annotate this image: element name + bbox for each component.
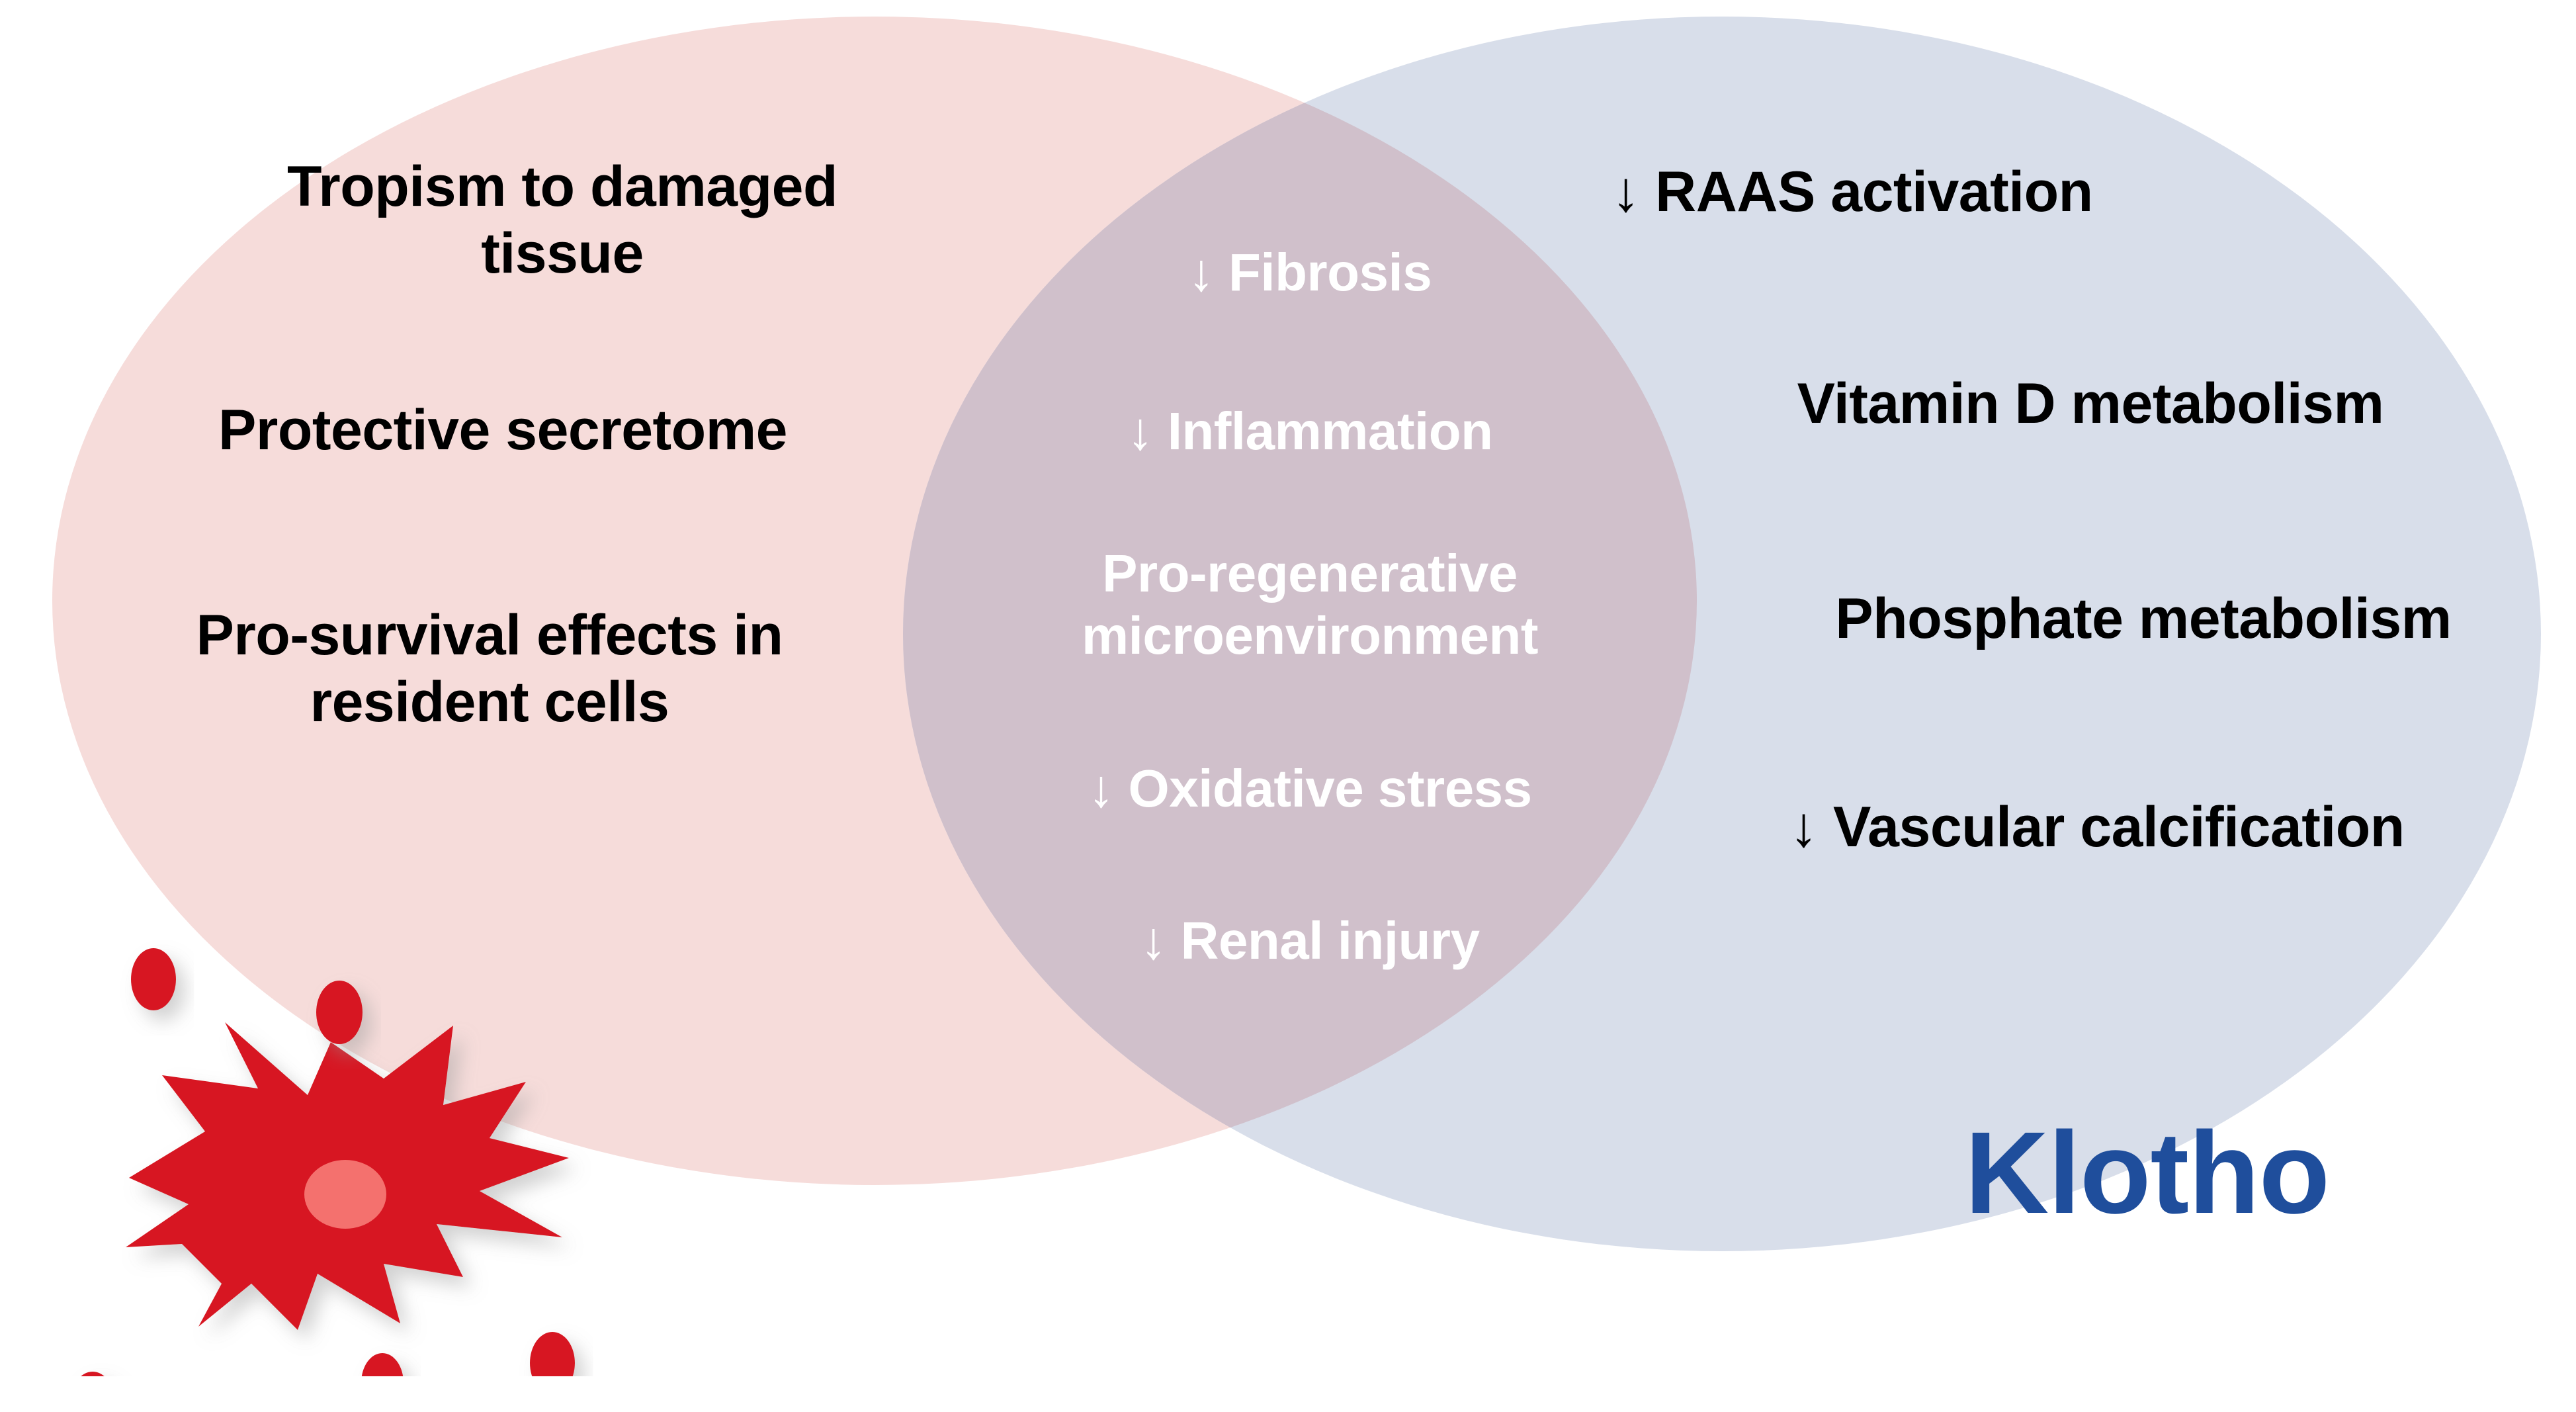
intersection-item-0: ↓ Fibrosis	[1187, 243, 1432, 302]
extracellular-vesicle-icon	[81, 1372, 105, 1376]
intersection-item-3: ↓ Oxidative stress	[1088, 759, 1532, 818]
intersection-item-2: Pro-regenerative microenvironment	[1082, 544, 1538, 666]
extracellular-vesicle-icon	[131, 948, 176, 1010]
intersection-item-1: ↓ Inflammation	[1127, 402, 1493, 461]
extracellular-vesicle-icon	[361, 1353, 404, 1376]
right-circle-item-3: ↓ Vascular calcification	[1789, 795, 2405, 859]
left-circle-item-0: Tropism to damaged tissue	[286, 155, 838, 286]
right-circle-item-2: Phosphate metabolism	[1835, 587, 2452, 650]
stem-cell-illustration	[81, 948, 575, 1376]
left-circle-item-2: Pro-survival effects in resident cells	[196, 603, 783, 734]
stem-cell-nucleus-icon	[304, 1160, 386, 1229]
extracellular-vesicle-icon	[530, 1332, 575, 1376]
extracellular-vesicle-group	[81, 948, 575, 1376]
right-circle-item-0: ↓ RAAS activation	[1611, 160, 2093, 224]
klotho-set-label: Klotho	[1965, 1108, 2330, 1238]
left-circle-item-1: Protective secretome	[218, 398, 788, 462]
extracellular-vesicle-icon	[316, 981, 363, 1044]
right-circle-item-1: Vitamin D metabolism	[1797, 372, 2384, 435]
intersection-item-4: ↓ Renal injury	[1140, 911, 1480, 970]
intersection-lens-shape	[903, 17, 1697, 1185]
